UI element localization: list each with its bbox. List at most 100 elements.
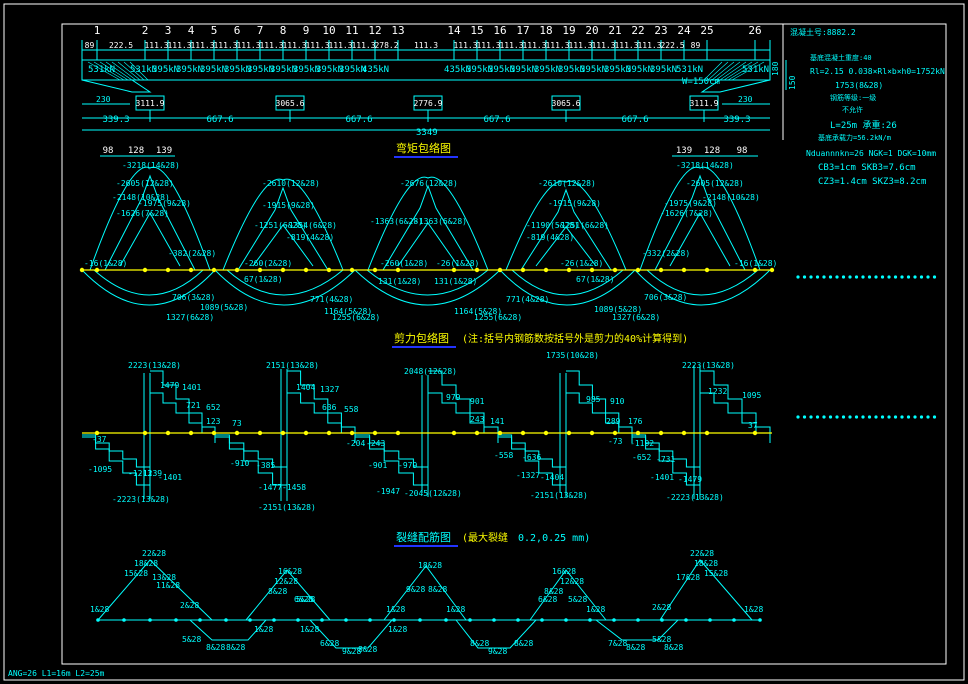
crack-value: 0.2,0.25 mm) [518,533,590,544]
moment-label: -3218(14&28) [122,161,180,170]
axis-dot [635,430,641,436]
dotted-marker [880,275,885,279]
moment-curve [382,184,474,271]
node-number: 18 [539,24,552,37]
side-info-line: L=25m 承重:26 [830,119,897,131]
load-label: 395kN [316,65,343,75]
moment-label: -2148(10&28) [702,193,760,202]
node-number: 20 [585,24,598,37]
span-segment: 111.3 [282,41,306,50]
load-label: 395kN [510,65,537,75]
crack-label: 12&28 [274,577,298,586]
moment-label: -1363(6&28) [370,217,423,226]
moment-labels: -3218(14&28)-2605(12&28)-2148(10&28)-197… [84,161,777,322]
crack-lines [96,559,762,649]
moment-label: -1251(6&28) [556,221,609,230]
crack-line [97,559,213,621]
dotted-marker [854,415,859,419]
dotted-marker [815,415,820,419]
support-span: 667.6 [345,115,372,125]
node-number: 22 [631,24,644,37]
haunch-left [81,79,152,93]
crack-dot [564,618,568,622]
moment-curve [367,176,489,271]
node-number: 5 [211,24,218,37]
node-number: 1 [94,24,101,37]
axis-dot [211,430,217,436]
outer-frame [3,3,965,681]
dotted-marker [802,415,807,419]
crack-label: 5&28 [652,635,671,644]
axis-dot [188,267,194,273]
load-label: 395kN [152,65,179,75]
axis-dot [704,267,710,273]
moment-label: 1164(5&28) [454,307,502,316]
axis-dot [681,267,687,273]
moment-curve [226,269,344,296]
moment-curve [499,269,636,306]
crack-title: 裂缝配筋图 [396,530,451,544]
crack-label: 1&28 [254,625,273,634]
moment-label: -1975(9&28) [138,199,191,208]
crack-label: 5&28 [182,635,201,644]
moment-curve [669,211,731,267]
moment-label: -819(4&28) [526,233,574,242]
span-segment: 111.3 [522,41,546,50]
shear-label: -37 [92,435,107,444]
node-number: 13 [391,24,404,37]
crack-label: 8&28 [428,585,447,594]
support-span: 339.3 [102,115,129,125]
node-number: 12 [368,24,381,37]
hatch-line [715,61,741,81]
node-number: 8 [280,24,287,37]
hatch-line [123,61,145,81]
moment-top-dim: 139 [156,146,172,156]
axis-dot [94,267,100,273]
shear-label: 558 [344,405,359,414]
support-span: 339.3 [723,115,750,125]
crack-line [383,565,467,621]
crack-label: 8&28 [470,639,489,648]
shear-label: -1192 [630,439,654,448]
span-segment: 111.3 [637,41,661,50]
crack-label: 6&28 [320,639,339,648]
crack-label: 11&28 [156,581,180,590]
dotted-marker [828,275,833,279]
side-info-line: CZ3=1.4cm SKZ3=8.2cm [818,177,926,187]
span-segment: 89 [85,41,95,50]
dotted-marker [887,275,891,279]
beam-width-label: W=150cm [682,77,720,87]
hatch-line [117,61,141,81]
dotted-marker [906,275,911,279]
dotted-marker [822,415,826,419]
load-label: 395kN [650,65,677,75]
crack-label: 1&28 [586,605,605,614]
load-label: 395kN [176,65,203,75]
shear-label: 1327 [320,385,339,394]
crack-dot [392,618,396,622]
moment-label: -2148(10&28) [112,193,170,202]
shear-label: -1095 [88,465,112,474]
crack-label: 8&28 [664,643,683,652]
crack-label: 9&28 [342,647,361,656]
load-label: 395kN [466,65,493,75]
axis-dot [349,267,355,273]
axis-dot [658,267,664,273]
moment-top-dim: 128 [704,146,720,156]
shear-label: 2151(13&28) [266,361,319,370]
shear-label: 1479 [160,381,179,390]
axis-dot [474,430,480,436]
dotted-marker [861,275,865,279]
axis-dot [543,430,549,436]
node-number: 4 [188,24,195,37]
crack-label: 22&28 [690,549,714,558]
load-label: 395kN [270,65,297,75]
node-number: 11 [345,24,358,37]
dotted-marker [815,275,820,279]
node-number: 15 [470,24,483,37]
shear-step [428,392,499,443]
footer-text: ANG=26 L1=16m L2=25m [8,669,105,678]
